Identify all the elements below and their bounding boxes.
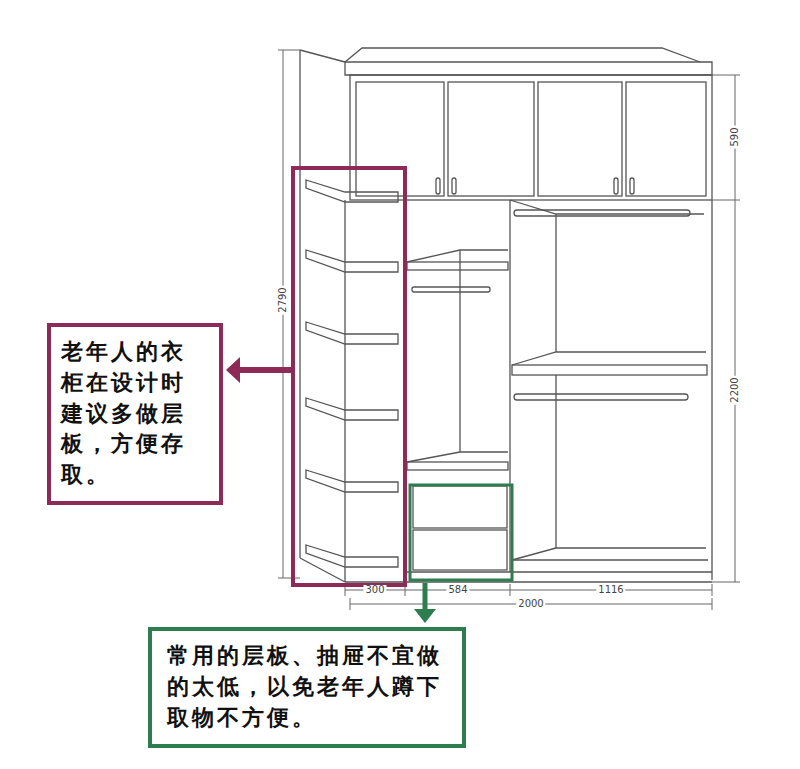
wardrobe-outline [459, 250, 460, 452]
wardrobe-outline [412, 287, 490, 292]
wardrobe-outline [405, 571, 712, 572]
callout-arrow [226, 357, 436, 623]
wardrobe-outline [300, 50, 345, 62]
wardrobe-outline [306, 250, 398, 272]
wardrobe-outline [299, 50, 300, 558]
dimension-lines [712, 75, 740, 76]
wardrobe-outline [306, 322, 398, 344]
dimension-label: 584 [446, 585, 469, 595]
dimension-label: 590 [730, 125, 740, 148]
wardrobe-outline [512, 352, 706, 365]
dimension-lines [278, 50, 740, 610]
callout-text: 老年人的衣柜在设计时建议多做层板，方便存取。 [61, 337, 209, 491]
wardrobe-outline [626, 82, 706, 196]
callout-arrow [240, 367, 291, 373]
wardrobe-outline [512, 548, 706, 560]
dimension-label: 300 [363, 585, 386, 595]
wardrobe-outline [345, 581, 712, 582]
dimension-label: 2790 [278, 285, 288, 314]
highlight-frame [293, 168, 405, 585]
callout-arrow [226, 357, 240, 383]
wardrobe-outline [306, 545, 398, 567]
dimension-lines [735, 75, 736, 582]
dimension-label: 2200 [730, 375, 740, 404]
wardrobe-outline [407, 452, 508, 462]
wardrobe-outline [514, 394, 688, 400]
dimension-lines [278, 578, 300, 579]
wardrobe-outline [306, 398, 398, 420]
wardrobe-outline [306, 180, 398, 202]
wardrobe-outline [711, 200, 712, 580]
highlight-frame [293, 168, 512, 585]
dimension-label: 1116 [596, 585, 625, 595]
wardrobe-outline [407, 462, 508, 470]
wardrobe-outline [413, 530, 507, 570]
wardrobe-outline [413, 486, 507, 528]
highlight-frame [410, 485, 512, 580]
dimension-lines [510, 584, 511, 596]
wardrobe-outline [510, 200, 704, 214]
wardrobe-outline [345, 62, 712, 75]
wardrobe-outline [300, 48, 712, 582]
callout-text: 常用的层板、抽屉不宜做的太低，以免老年人蹲下取物不方便。 [167, 641, 447, 733]
dimension-lines [345, 590, 712, 591]
dimension-lines [278, 50, 300, 51]
callout-box: 常用的层板、抽屉不宜做的太低，以免老年人蹲下取物不方便。 [148, 627, 466, 748]
dimension-label: 2000 [516, 599, 545, 609]
dimension-lines [350, 598, 351, 610]
wardrobe-outline [407, 250, 508, 262]
wardrobe-outline [300, 558, 345, 582]
wardrobe-outline [452, 178, 456, 194]
wardrobe-outline [345, 48, 700, 62]
wardrobe-outline [514, 210, 690, 216]
wardrobe-outline [538, 82, 622, 196]
wardrobe-outline [614, 178, 618, 194]
wardrobe-outline [555, 375, 556, 548]
wardrobe-outline [512, 559, 708, 560]
dimension-lines [712, 598, 713, 610]
wardrobe-outline [407, 262, 508, 270]
wardrobe-outline [436, 178, 440, 194]
callout-box: 老年人的衣柜在设计时建议多做层板，方便存取。 [47, 323, 223, 505]
wardrobe-outline [509, 200, 510, 572]
callout-arrow [414, 609, 436, 623]
wardrobe-outline [555, 214, 556, 352]
wardrobe-outline [306, 470, 398, 492]
callout-arrow [423, 583, 428, 610]
wardrobe-outline [512, 365, 707, 375]
wardrobe-outline [448, 82, 534, 196]
dimension-lines [712, 200, 740, 201]
wardrobe-outline [344, 200, 345, 582]
dimension-lines [712, 582, 740, 583]
wardrobe-outline [630, 178, 634, 194]
wardrobe-outline [356, 82, 444, 196]
dimension-lines [712, 584, 713, 596]
